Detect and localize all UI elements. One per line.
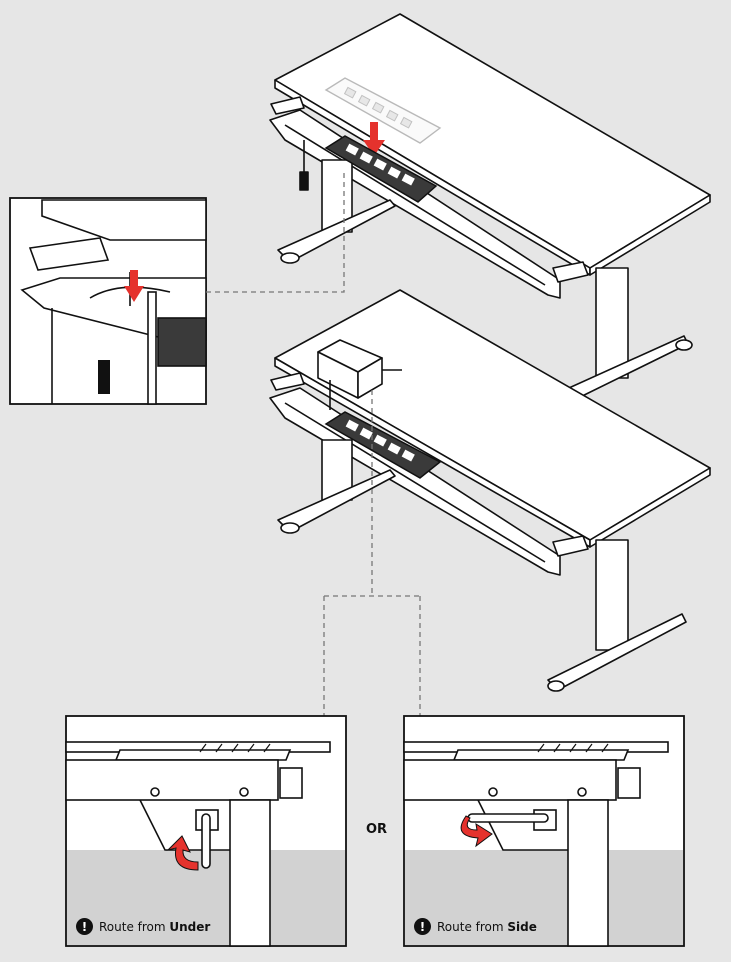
power-strip-top <box>324 135 438 203</box>
exclamation-icon: ! <box>76 918 93 935</box>
down-arrow-icon <box>363 122 385 156</box>
inset-down-arrow-icon <box>124 270 144 302</box>
caption-route-under: ! Route from Under <box>76 918 210 935</box>
dashed-connector-inset <box>206 172 345 293</box>
curved-arrow-side-icon <box>460 815 493 848</box>
caption-text: Route from Side <box>437 919 537 934</box>
exclamation-icon: ! <box>414 918 431 935</box>
caption-text: Route from Under <box>99 919 211 934</box>
caption-route-side: ! Route from Side <box>414 918 537 935</box>
zoom-inset <box>9 197 207 405</box>
dashed-connector-panels <box>323 390 421 716</box>
or-label: OR <box>366 822 388 837</box>
power-strip-middle <box>324 411 442 479</box>
desk-middle-illustration <box>269 289 711 692</box>
detail-panel-under <box>65 715 347 947</box>
detail-panel-side <box>403 715 685 947</box>
curved-arrow-up-icon <box>166 835 199 871</box>
power-strip-ghost <box>324 77 442 144</box>
